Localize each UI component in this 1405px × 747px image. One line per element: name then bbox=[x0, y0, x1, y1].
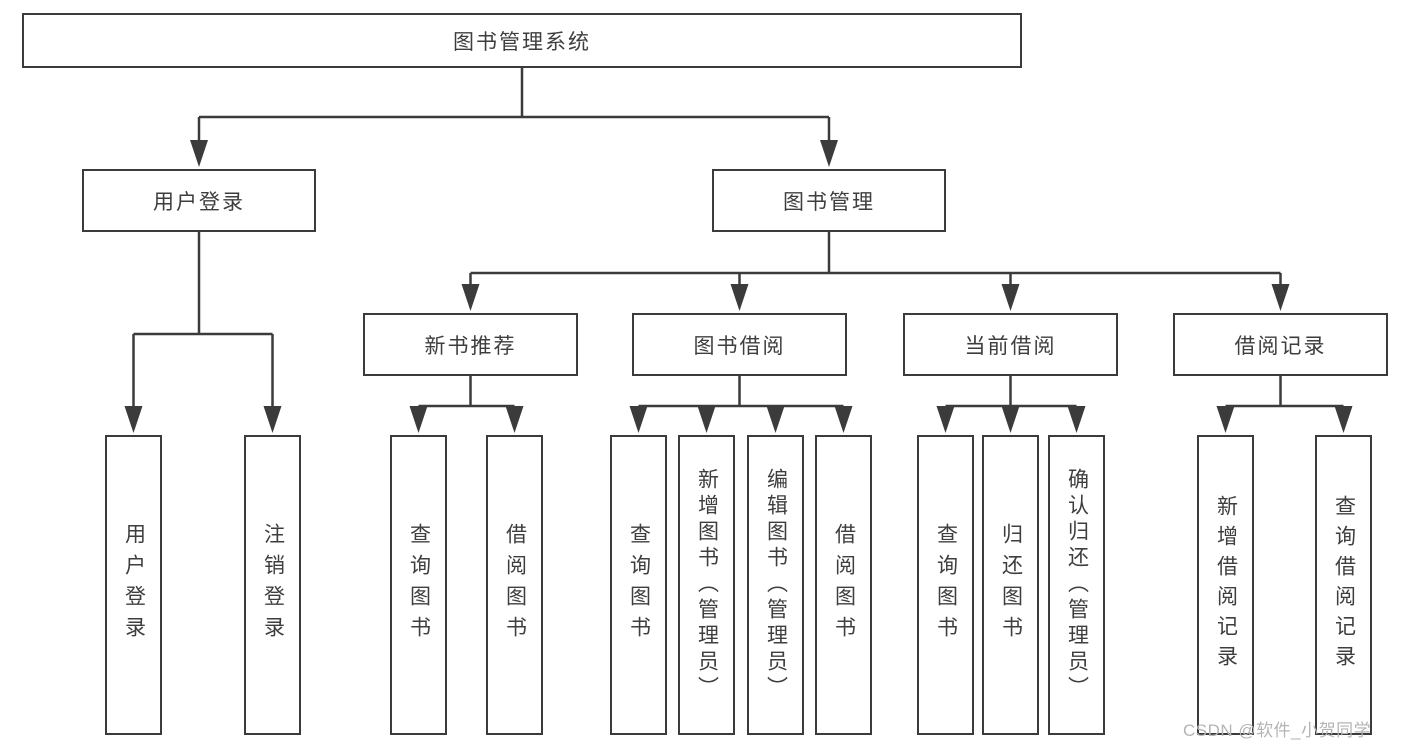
csdn-watermark: CSDN @软件_小贺同学 bbox=[1183, 721, 1372, 740]
node-new-book-recommendation: 新书推荐 bbox=[363, 313, 578, 376]
leaf-query-books-borrowing: 查询图书 bbox=[610, 435, 667, 735]
leaf-edit-book-admin: 编辑图书（管理员） bbox=[747, 435, 804, 735]
leaf-add-book-admin: 新增图书（管理员） bbox=[678, 435, 735, 735]
leaf-query-books-recommendation: 查询图书 bbox=[390, 435, 447, 735]
node-current-borrowing: 当前借阅 bbox=[903, 313, 1118, 376]
leaf-confirm-return-admin: 确认归还（管理员） bbox=[1048, 435, 1105, 735]
node-borrowing-records: 借阅记录 bbox=[1173, 313, 1388, 376]
leaf-logout: 注销登录 bbox=[244, 435, 301, 735]
leaf-borrow-books-recommendation: 借阅图书 bbox=[486, 435, 543, 735]
leaf-borrow-books-borrowing: 借阅图书 bbox=[815, 435, 872, 735]
leaf-user-login: 用户登录 bbox=[105, 435, 162, 735]
node-library-management-system: 图书管理系统 bbox=[22, 13, 1022, 68]
node-book-management: 图书管理 bbox=[712, 169, 946, 232]
leaf-return-books: 归还图书 bbox=[982, 435, 1039, 735]
leaf-add-borrow-record: 新增借阅记录 bbox=[1197, 435, 1254, 735]
node-user-login: 用户登录 bbox=[82, 169, 316, 232]
node-book-borrowing: 图书借阅 bbox=[632, 313, 847, 376]
leaf-query-books-current: 查询图书 bbox=[917, 435, 974, 735]
leaf-query-borrow-record: 查询借阅记录 bbox=[1315, 435, 1372, 735]
